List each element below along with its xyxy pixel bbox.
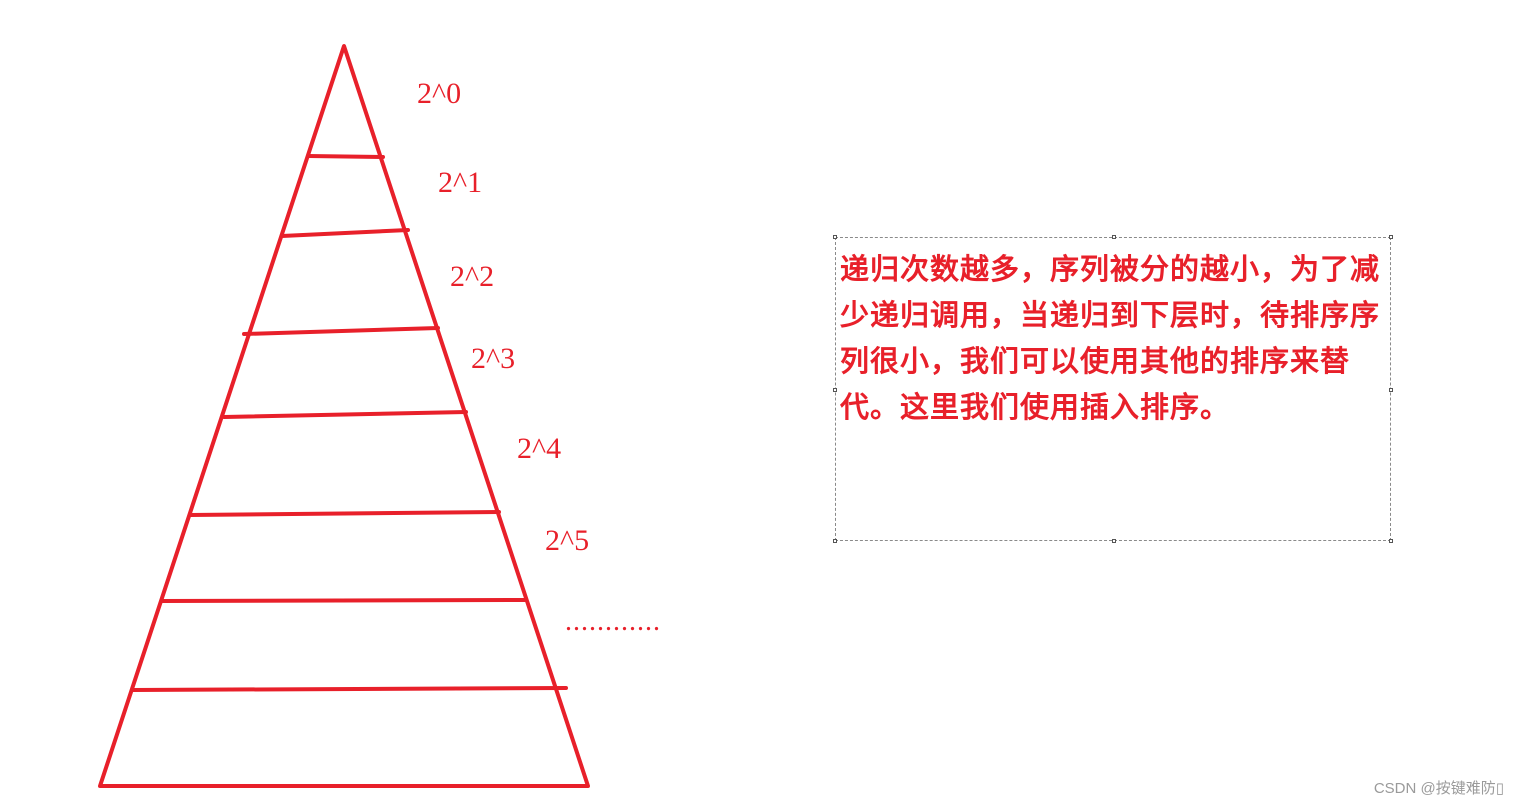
pyramid-divider-5 xyxy=(188,510,501,517)
resize-handle-top-left[interactable] xyxy=(833,235,837,239)
note-text: 递归次数越多，序列被分的越小，为了减少递归调用，当递归到下层时，待排序序列很小，… xyxy=(840,252,1381,424)
level-label-1: 2^1 xyxy=(438,166,483,199)
resize-handle-bottom-middle[interactable] xyxy=(1112,539,1116,543)
level-label-2: 2^2 xyxy=(450,260,495,293)
pyramid-divider-7 xyxy=(131,686,568,692)
level-label-5: 2^5 xyxy=(545,524,590,557)
pyramid-divider-2 xyxy=(280,228,410,238)
resize-handle-top-middle[interactable] xyxy=(1112,235,1116,239)
pyramid-divider-3 xyxy=(242,326,440,336)
level-label-4: 2^4 xyxy=(517,432,562,465)
pyramid-divider-6 xyxy=(160,598,527,603)
csdn-watermark: CSDN @按键难防▯ xyxy=(1373,780,1504,797)
resize-handle-top-right[interactable] xyxy=(1389,235,1393,239)
resize-handle-bottom-right[interactable] xyxy=(1389,539,1393,543)
note-text-box[interactable]: 递归次数越多，序列被分的越小，为了减少递归调用，当递归到下层时，待排序序列很小，… xyxy=(833,235,1393,543)
level-label-0: 2^0 xyxy=(417,77,462,110)
resize-handle-middle-right[interactable] xyxy=(1389,388,1393,392)
continuation-dots: ............ xyxy=(565,606,661,637)
resize-handle-middle-left[interactable] xyxy=(833,388,837,392)
pyramid-outline xyxy=(98,44,590,788)
pyramid-divider-4 xyxy=(222,410,468,419)
level-label-3: 2^3 xyxy=(471,342,516,375)
resize-handle-bottom-left[interactable] xyxy=(833,539,837,543)
pyramid-divider-1 xyxy=(306,154,385,159)
